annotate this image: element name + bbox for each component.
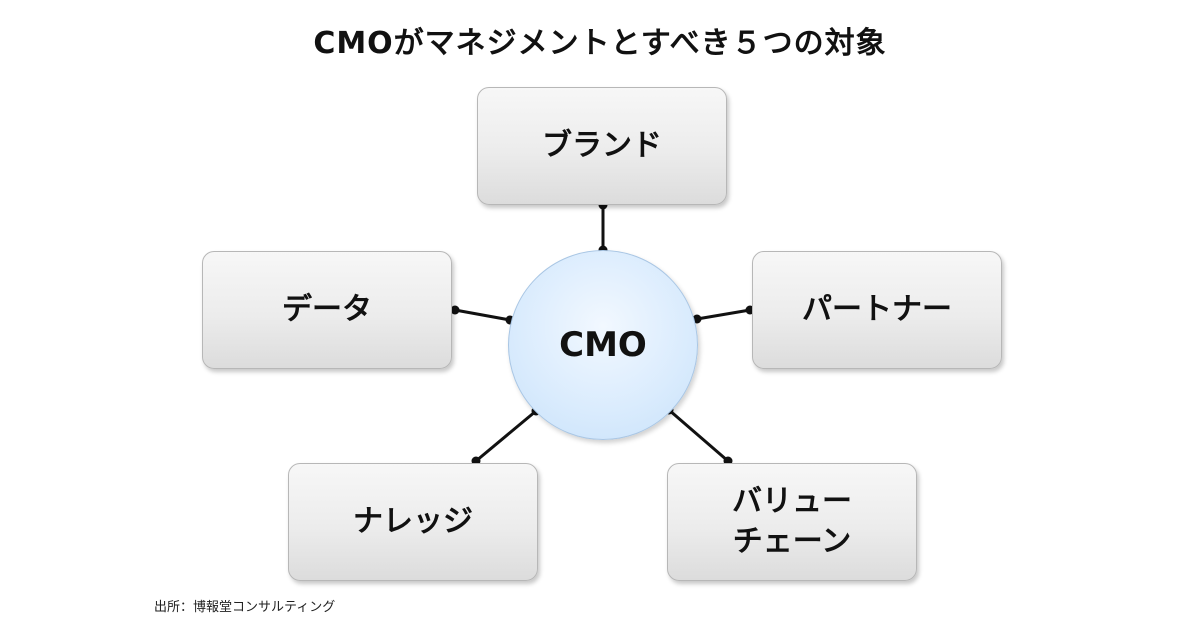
node-brand: ブランド bbox=[477, 87, 727, 205]
connector-data bbox=[454, 308, 511, 322]
node-label: パートナー bbox=[802, 292, 952, 327]
node-data: データ bbox=[202, 251, 452, 369]
center-hub-cmo: CMO bbox=[508, 250, 698, 440]
source-note: 出所：博報堂コンサルティング bbox=[154, 600, 336, 615]
connector-value-chain bbox=[668, 408, 729, 463]
diagram-title: CMOがマネジメントとすべき５つの対象 bbox=[313, 26, 887, 61]
node-label: ナレッジ bbox=[353, 504, 473, 539]
node-label: バリュー チェーン bbox=[732, 484, 852, 559]
node-value-chain: バリュー チェーン bbox=[667, 463, 917, 581]
node-label: ブランド bbox=[542, 128, 662, 163]
connector-partner bbox=[696, 308, 751, 321]
node-knowledge: ナレッジ bbox=[288, 463, 538, 581]
connector-knowledge bbox=[475, 409, 537, 463]
connector-dot bbox=[450, 305, 460, 315]
node-partner: パートナー bbox=[752, 251, 1002, 369]
node-label: データ bbox=[282, 292, 372, 327]
center-label: CMO bbox=[559, 325, 647, 365]
